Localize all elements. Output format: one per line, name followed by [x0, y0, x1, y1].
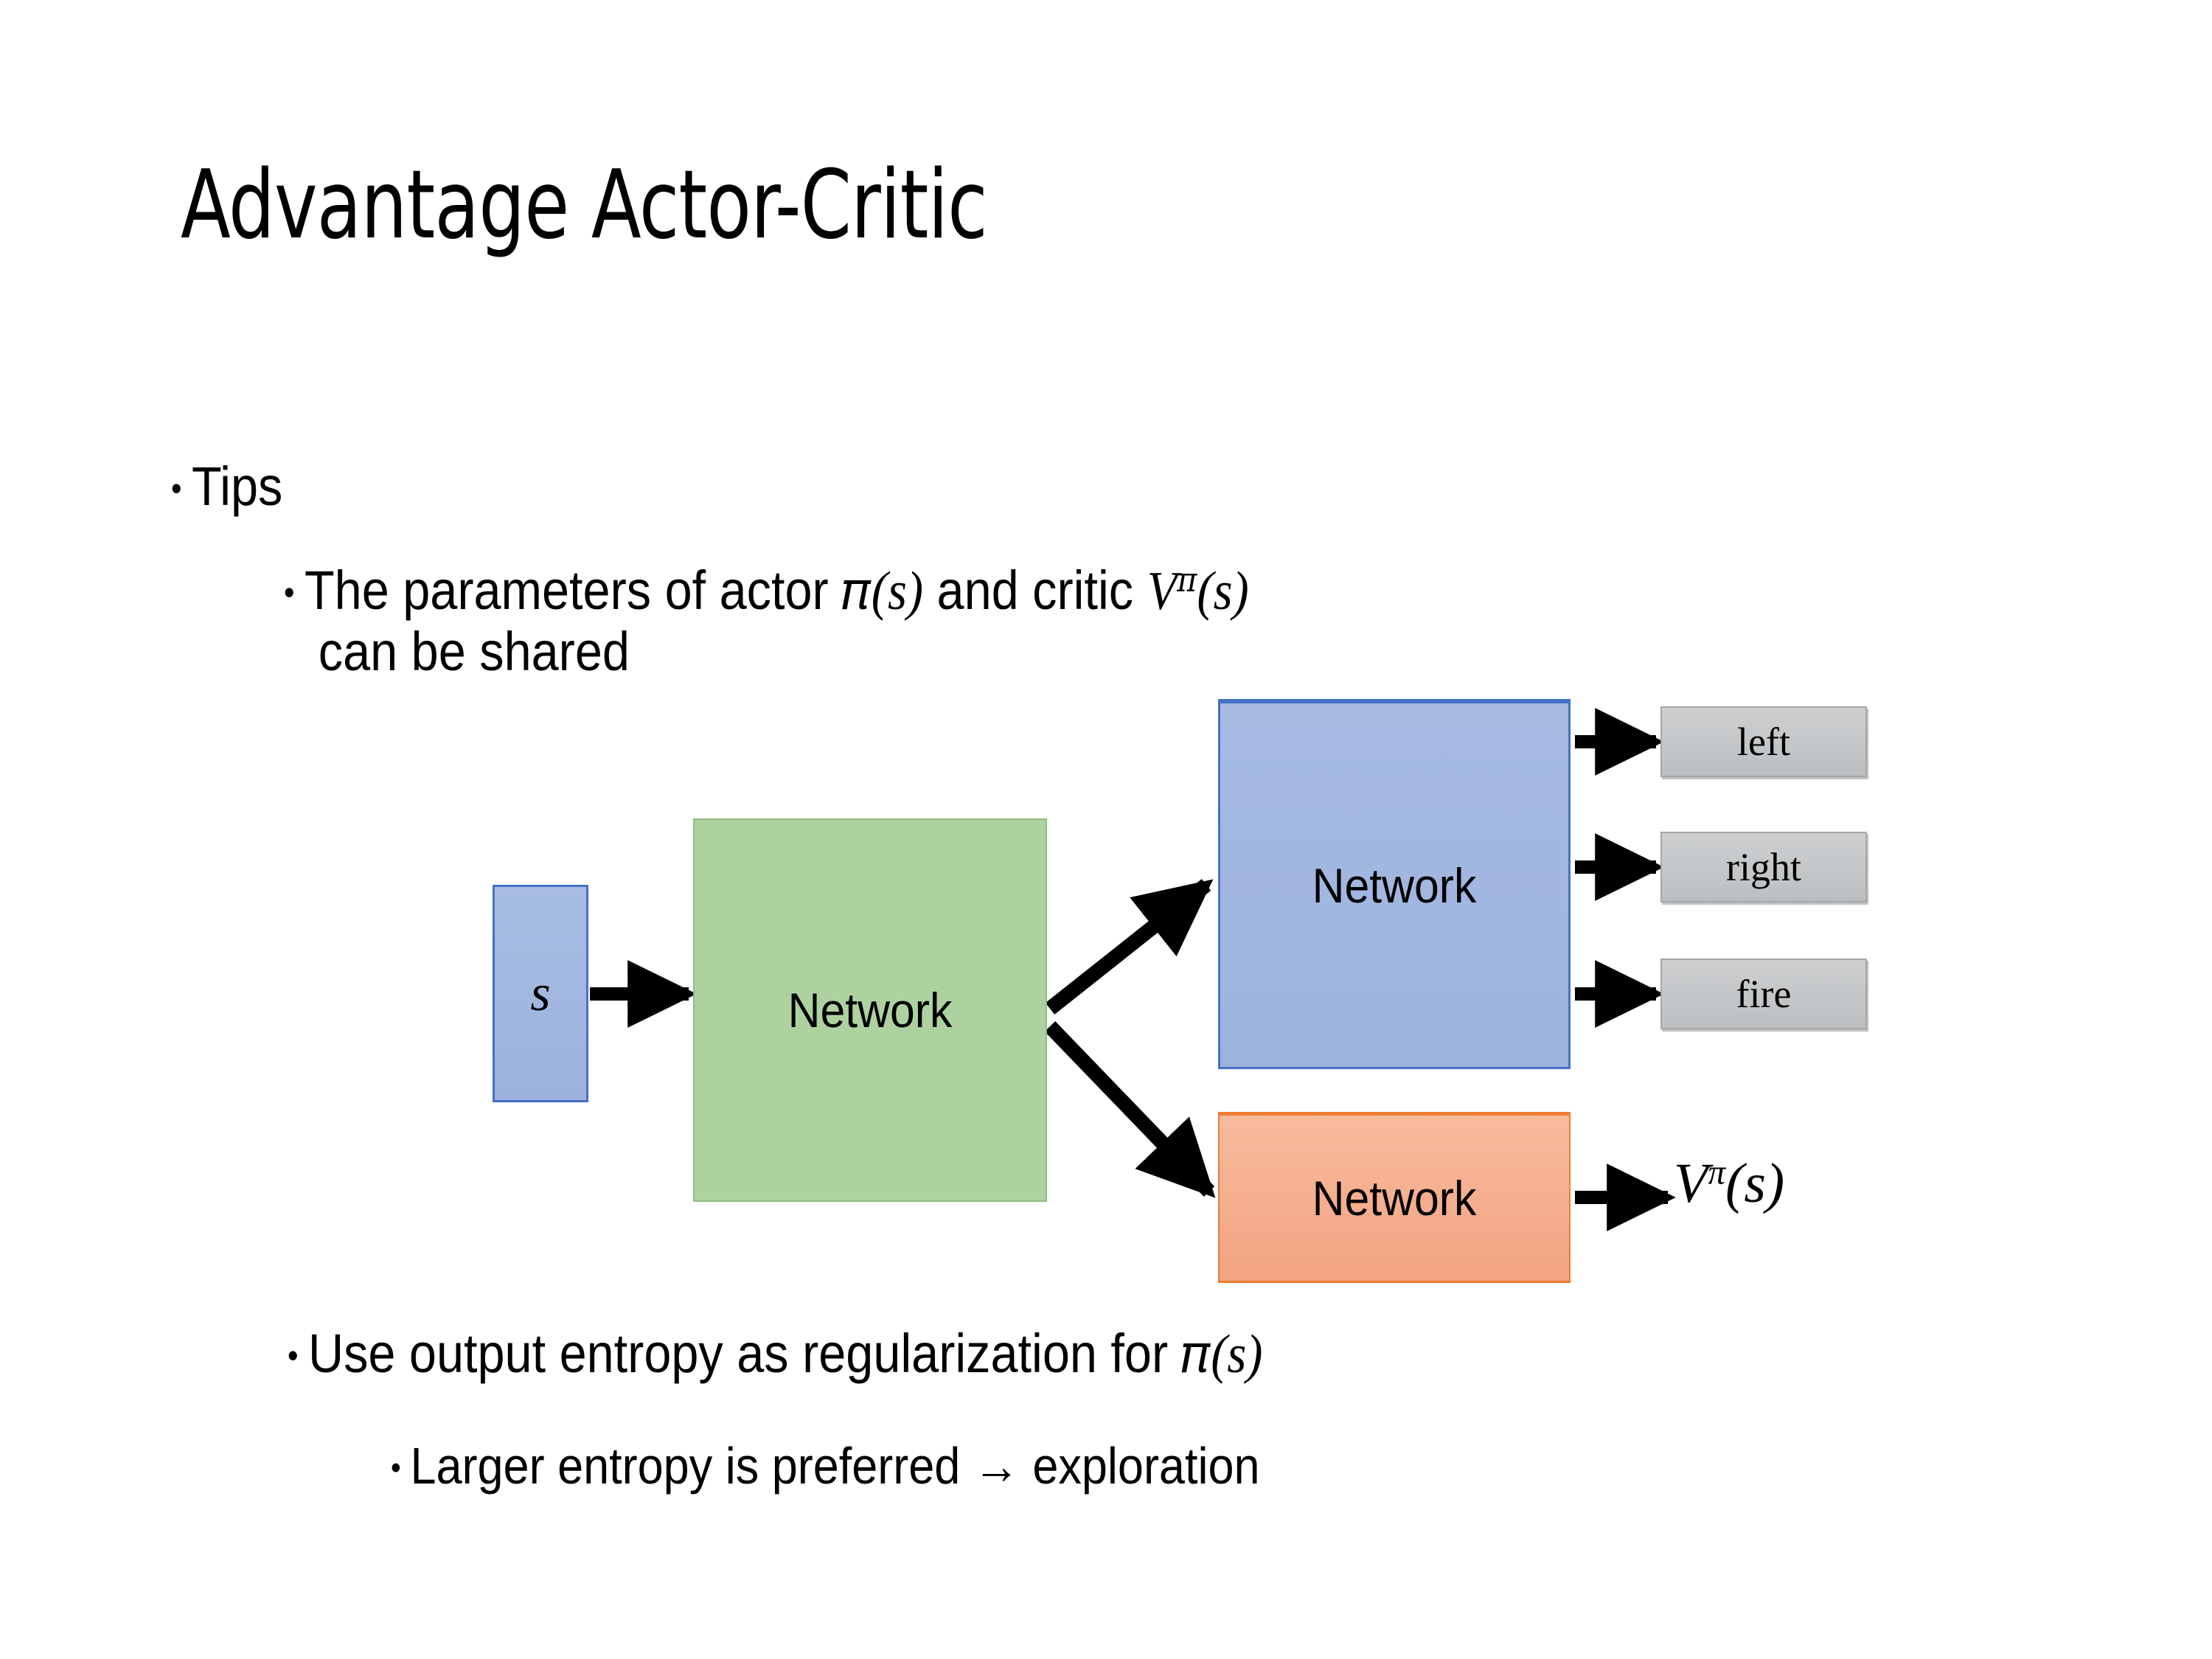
- shared-network-box[interactable]: Network: [693, 818, 1047, 1202]
- page-title: Advantage Actor-Critic: [181, 150, 988, 260]
- arrow-shared-to-actor: [1045, 879, 1214, 1015]
- math-pi-of-s: 𝜋(s): [1181, 1324, 1263, 1385]
- bullet-shared-params-prefix: The parameters of actor: [304, 560, 843, 621]
- bullet-entropy-regularization: Use output entropy as regularization for…: [288, 1323, 1263, 1385]
- action-output-left[interactable]: left: [1660, 706, 1867, 777]
- value-output-superscript: π: [1708, 1153, 1726, 1192]
- action-output-left-label: left: [1737, 720, 1790, 764]
- action-output-fire[interactable]: fire: [1660, 959, 1867, 1029]
- action-output-right-label: right: [1726, 845, 1801, 889]
- bullet-marker: [391, 1438, 410, 1495]
- math-v-pi-of-s: V𝜋(s): [1147, 561, 1249, 622]
- bullet-shared-params: The parameters of actor 𝜋(s) and critic …: [284, 560, 1877, 682]
- bullet-marker: [171, 457, 192, 516]
- actor-network-label: Network: [1312, 858, 1477, 913]
- bullet-tips: Tips: [171, 457, 282, 516]
- critic-network-label: Network: [1312, 1171, 1477, 1225]
- action-output-fire-label: fire: [1736, 972, 1792, 1016]
- value-output-argument: (s): [1725, 1152, 1785, 1214]
- bullet-larger-entropy-label: Larger entropy is preferred → exploratio…: [410, 1437, 1260, 1495]
- value-output-label: Vπ(s): [1674, 1152, 1784, 1216]
- state-input-box[interactable]: s: [493, 885, 588, 1102]
- state-input-label: s: [530, 964, 551, 1022]
- value-output-base: V: [1674, 1152, 1708, 1214]
- bullet-larger-entropy: Larger entropy is preferred → exploratio…: [391, 1437, 1260, 1495]
- bullet-shared-params-line2: can be shared: [318, 621, 630, 683]
- action-output-right[interactable]: right: [1660, 832, 1867, 902]
- bullet-shared-params-middle: and critic: [923, 560, 1147, 621]
- bullet-marker: [288, 1324, 308, 1383]
- bullet-entropy-prefix: Use output entropy as regularization for: [307, 1323, 1182, 1384]
- bullet-marker: [284, 560, 305, 620]
- critic-network-box[interactable]: Network: [1218, 1112, 1571, 1283]
- math-pi-of-s: 𝜋(s): [842, 561, 924, 622]
- actor-network-box[interactable]: Network: [1218, 699, 1571, 1069]
- shared-network-label: Network: [787, 983, 953, 1037]
- arrow-shared-to-critic: [1044, 1021, 1216, 1198]
- bullet-tips-label: Tips: [191, 456, 283, 517]
